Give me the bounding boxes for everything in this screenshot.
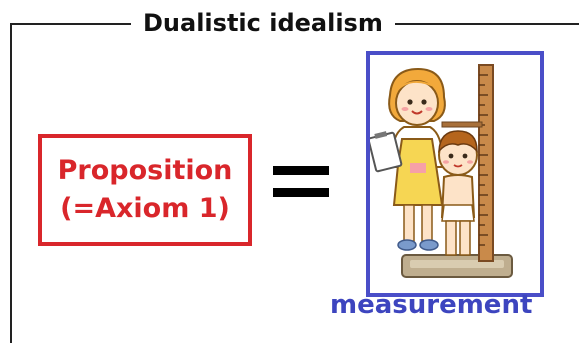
equals-icon	[273, 164, 329, 198]
axiom-label: (=Axiom 1)	[42, 193, 248, 225]
measurement-label: measurement	[330, 288, 560, 322]
equals-bar-top	[273, 166, 329, 175]
equals-bar-bottom	[273, 188, 329, 197]
measurement-illustration-icon	[370, 55, 540, 293]
proposition-box: Proposition (=Axiom 1)	[38, 134, 252, 246]
diagram-title: Dualistic idealism	[131, 8, 395, 38]
proposition-label: Proposition	[42, 155, 248, 187]
